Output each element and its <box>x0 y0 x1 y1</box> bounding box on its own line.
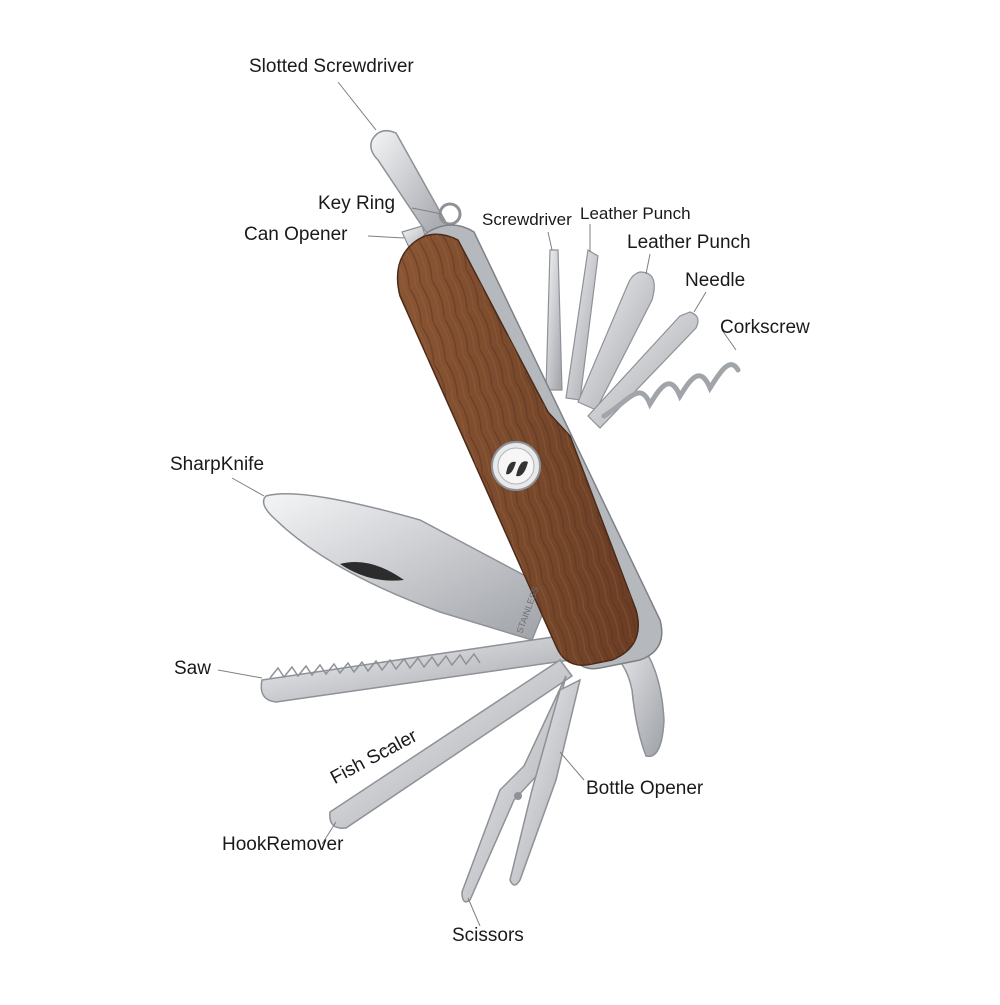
leader-key-ring <box>411 207 443 215</box>
corkscrew-tool <box>601 362 741 419</box>
leader-corkscrew <box>721 329 737 351</box>
nail-nick <box>340 562 404 581</box>
saw-teeth <box>269 652 481 679</box>
label-corkscrew: Corkscrew <box>720 317 810 338</box>
leader-sharp-knife <box>231 477 265 497</box>
label-saw: Saw <box>174 658 211 679</box>
leader-lines <box>217 81 737 927</box>
leader-fish-scaler <box>379 743 393 753</box>
label-key-ring: Key Ring <box>318 193 396 214</box>
label-needle: Needle <box>685 270 746 291</box>
leader-can-opener <box>367 235 405 239</box>
key-ring-tool <box>438 202 462 226</box>
scissors-pivot <box>514 792 522 800</box>
scissors-tool <box>461 675 567 903</box>
label-leather-punch-2: Leather Punch <box>627 232 751 253</box>
leader-screwdriver <box>547 231 553 251</box>
leader-hook-remover <box>321 821 337 845</box>
leader-slotted-screwdriver <box>337 81 377 131</box>
leader-saw <box>217 669 263 679</box>
scissors-blade-2 <box>509 678 582 886</box>
screwdriver-tool <box>545 249 563 391</box>
label-screwdriver: Screwdriver <box>482 210 572 229</box>
leader-scissors <box>467 897 481 927</box>
leader-bottle-opener <box>559 751 585 781</box>
fish-scaler-tool <box>329 658 574 829</box>
label-hook-remover: HookRemover <box>222 834 344 855</box>
leather-punch-tool-2 <box>577 271 655 411</box>
label-slotted-screwdriver: Slotted Screwdriver <box>249 56 414 77</box>
leader-needle <box>693 291 707 313</box>
leader-leather-punch-2 <box>645 253 651 275</box>
label-scissors: Scissors <box>452 925 524 946</box>
label-can-opener: Can Opener <box>244 224 348 245</box>
label-sharp-knife: SharpKnife <box>170 454 265 475</box>
sharp-knife-tool <box>262 492 553 641</box>
slotted-screwdriver-tool <box>370 129 449 240</box>
needle-tool <box>587 311 699 429</box>
label-bottle-opener: Bottle Opener <box>586 778 704 799</box>
saw-tool <box>260 635 572 703</box>
label-leather-punch-1: Leather Punch <box>580 204 691 223</box>
brand-badge <box>491 441 541 491</box>
